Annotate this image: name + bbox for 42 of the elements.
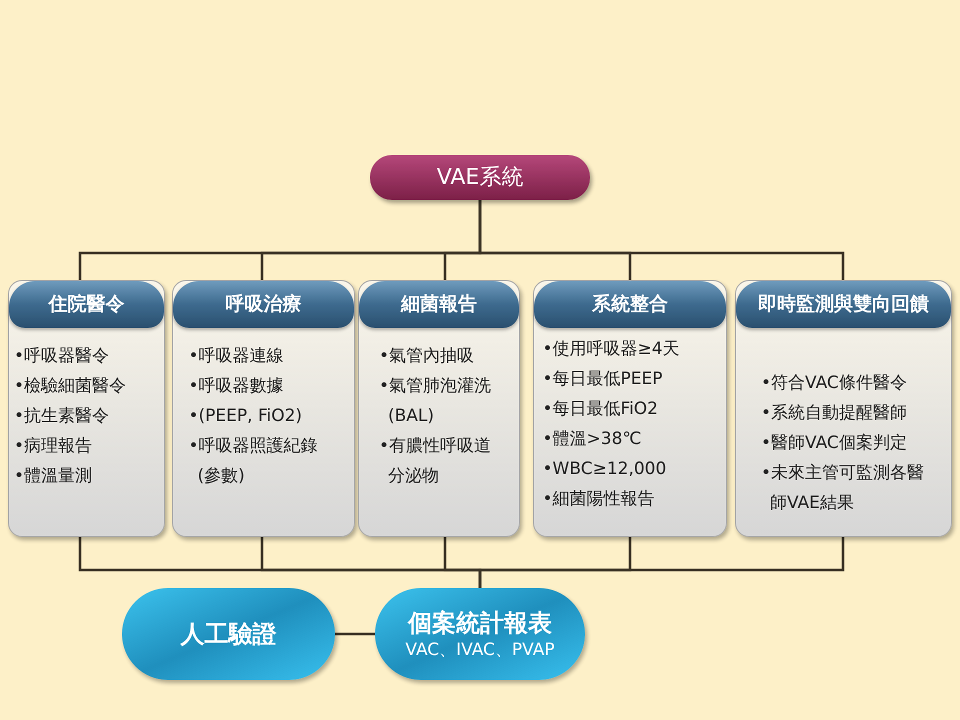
bullet-item: •體溫>38℃: [542, 428, 642, 451]
bullet-item: •系統自動提醒醫師: [761, 402, 908, 425]
bullet-item: •有膿性呼吸道分泌物: [379, 435, 492, 488]
category-card: [358, 280, 520, 537]
header-tab: 呼吸治療: [173, 281, 354, 328]
bullet-item: •呼吸器醫令: [14, 345, 110, 368]
connector-line: [478, 537, 844, 588]
bullet-item: •使用呼吸器≥4天: [542, 338, 681, 361]
node-title: 人工驗證: [180, 619, 276, 650]
category-card: [533, 280, 727, 537]
node-subtitle: VAC、IVAC、PVAP: [405, 639, 555, 661]
bullet-item: •未來主管可監測各醫師VAE結果: [761, 462, 926, 515]
bullet-item: •每日最低PEEP: [542, 368, 664, 391]
bullet-item: •(PEEP, FiO2): [188, 405, 304, 428]
bullet-item: •呼吸器照護紀錄(參數): [188, 435, 319, 488]
bullet-item: •呼吸器數據: [188, 375, 285, 398]
bullet-item: •病理報告: [14, 435, 94, 458]
title-pill: [370, 155, 590, 200]
header-tab: 系統整合: [534, 281, 726, 328]
header-tab: 細菌報告: [359, 281, 519, 328]
bullet-item: •氣管內抽吸: [379, 345, 476, 368]
bullet-item: •符合VAC條件醫令: [761, 372, 908, 395]
bullet-item: •氣管肺泡灌洗(BAL): [379, 375, 492, 428]
node-title: 個案統計報表: [408, 608, 552, 639]
connector-line: [478, 200, 844, 280]
header-tab: 即時監測與雙向回饋: [736, 281, 951, 328]
bullet-item: •呼吸器連線: [188, 345, 285, 368]
bullet-item: •細菌陽性報告: [542, 488, 656, 511]
bullet-item: •抗生素醫令: [14, 405, 110, 428]
category-card: [8, 280, 165, 537]
category-card: [735, 280, 952, 537]
bullet-item: •醫師VAC個案判定: [761, 432, 908, 455]
bullet-item: •每日最低FiO2: [542, 398, 659, 421]
bullet-item: •檢驗細菌醫令: [14, 375, 128, 398]
bullet-item: •體溫量測: [14, 465, 94, 488]
connector-line: [335, 632, 375, 636]
result-pill: [122, 588, 335, 680]
bullet-item: •WBC≥12,000: [542, 458, 668, 481]
result-pill: [375, 588, 585, 680]
category-card: [172, 280, 355, 537]
node-title: VAE系統: [436, 164, 524, 192]
header-tab: 住院醫令: [9, 281, 164, 328]
